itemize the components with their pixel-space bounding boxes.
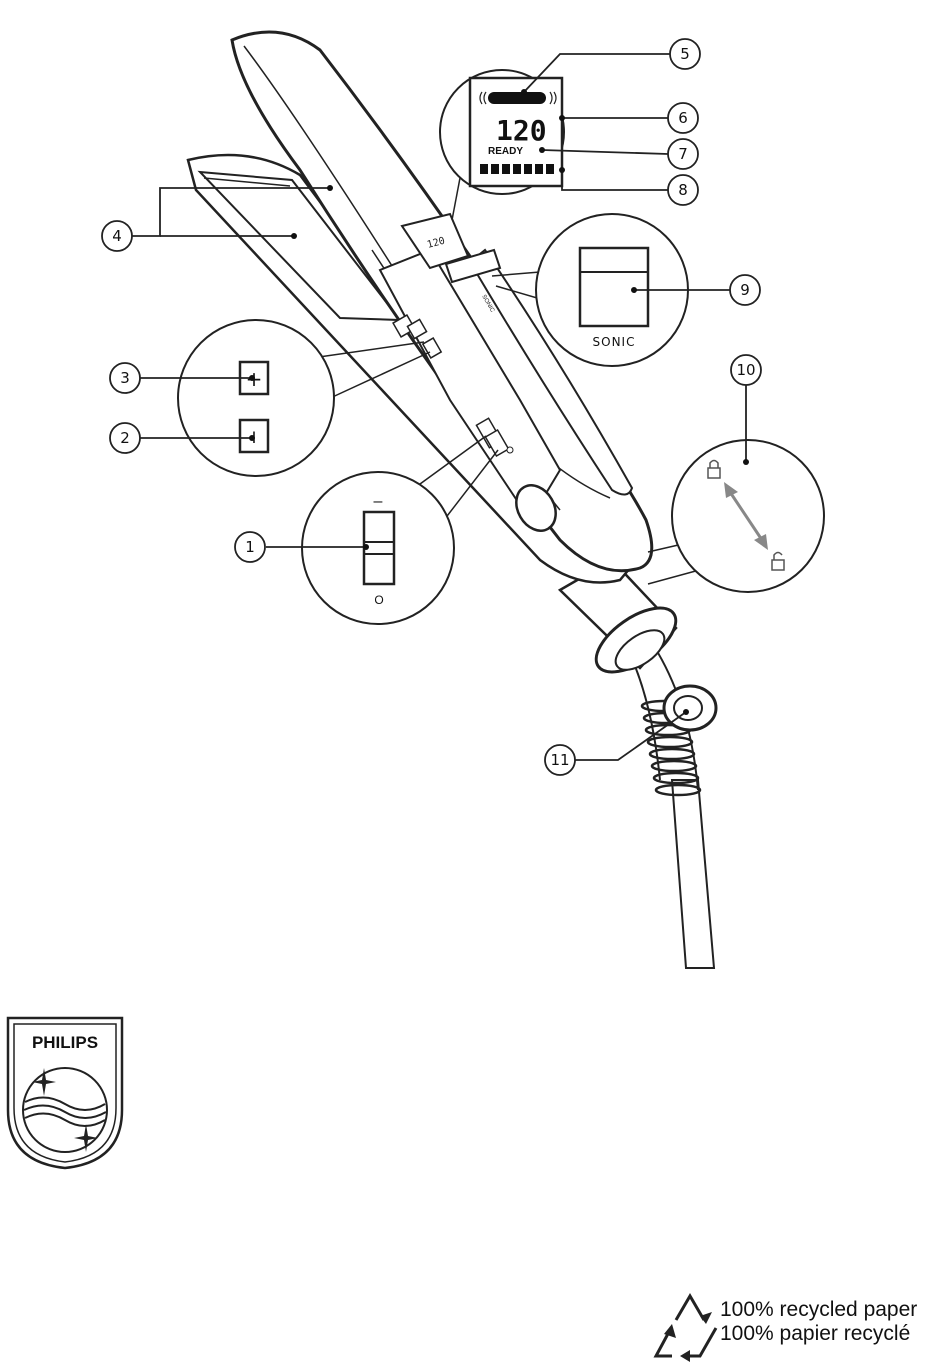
- display-magnifier: 120 READY: [440, 70, 564, 220]
- svg-text:7: 7: [678, 145, 688, 163]
- callout-4: 4: [102, 221, 132, 251]
- switch-minus-symbol: –: [374, 493, 383, 510]
- recycle-line-en: 100% recycled paper: [720, 1298, 917, 1322]
- sonic-button: [580, 248, 648, 326]
- callout-8: 8: [668, 175, 698, 205]
- heat-indicator-bar: [488, 92, 546, 104]
- svg-text:1: 1: [245, 538, 255, 556]
- callout-7: 7: [668, 139, 698, 169]
- svg-text:8: 8: [678, 181, 688, 199]
- callout-2: 2: [110, 423, 140, 453]
- recycle-line-fr: 100% papier recyclé: [720, 1322, 917, 1346]
- svg-text:2: 2: [120, 429, 130, 447]
- svg-text:9: 9: [740, 281, 750, 299]
- callout-10: 10: [731, 355, 761, 385]
- lock-magnifier: [648, 440, 824, 592]
- callout-3: 3: [110, 363, 140, 393]
- callout-5: 5: [670, 39, 700, 69]
- sonic-label: SONIC: [593, 335, 636, 349]
- recycle-icon: [656, 1296, 716, 1362]
- callout-11: 11: [545, 745, 575, 775]
- svg-text:5: 5: [680, 45, 690, 63]
- recycle-text: 100% recycled paper 100% papier recyclé: [720, 1298, 917, 1346]
- svg-text:4: 4: [112, 227, 122, 245]
- callout-6: 6: [668, 103, 698, 133]
- switch-off-symbol: O: [374, 593, 383, 607]
- philips-logo: PHILIPS: [8, 1018, 122, 1168]
- svg-text:3: 3: [120, 369, 130, 387]
- cord-swivel-ring: [664, 686, 716, 730]
- display-ready-label: READY: [488, 146, 523, 157]
- temperature-level-bars: [480, 164, 554, 174]
- callout-9: 9: [730, 275, 760, 305]
- display-temperature: 120: [496, 114, 547, 147]
- philips-logo-text: PHILIPS: [32, 1033, 98, 1052]
- svg-text:10: 10: [736, 361, 755, 379]
- svg-text:6: 6: [678, 109, 688, 127]
- callout-1: 1: [235, 532, 265, 562]
- svg-text:11: 11: [550, 751, 569, 769]
